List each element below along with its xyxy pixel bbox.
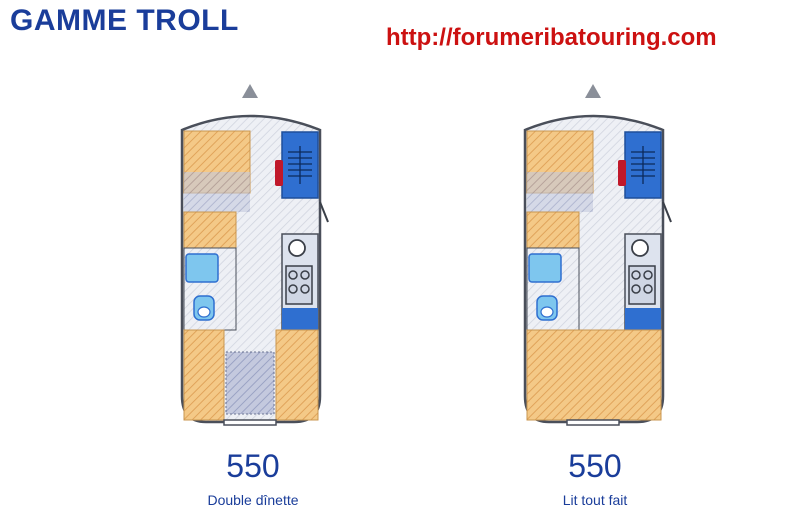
front-table xyxy=(184,172,250,212)
front-arrow-icon xyxy=(585,84,601,98)
floor-plan-double-dinette xyxy=(180,84,329,426)
rear-window xyxy=(223,419,277,426)
door xyxy=(662,201,672,223)
model-number-double-dinette: 550 xyxy=(226,448,280,484)
front-arrow-icon xyxy=(242,84,258,98)
front-table xyxy=(527,172,593,212)
fridge-icon xyxy=(275,160,283,186)
washbasin-icon xyxy=(185,253,219,283)
door xyxy=(319,201,329,223)
rear-bench-left xyxy=(183,329,225,421)
sink-icon xyxy=(631,239,649,257)
website-link[interactable]: http://forumeribatouring.com xyxy=(386,24,717,51)
kitchen-cabinet xyxy=(282,308,318,330)
model-label-double-dinette: Double dînette xyxy=(207,492,299,508)
floor-plan-fixed-bed xyxy=(523,84,672,426)
rear-bench-right xyxy=(275,329,319,421)
model-label-fixed-bed: Lit tout fait xyxy=(562,492,628,508)
washbasin-icon xyxy=(528,253,562,283)
model-number-fixed-bed: 550 xyxy=(568,448,622,484)
page-title: GAMME TROLL xyxy=(10,4,239,37)
kitchen-cabinet xyxy=(625,308,661,330)
front-bench xyxy=(526,211,580,249)
fridge-icon xyxy=(618,160,626,186)
rear-window xyxy=(566,419,620,426)
fixed-bed xyxy=(526,329,662,421)
sink-icon xyxy=(288,239,306,257)
rear-table xyxy=(225,351,275,415)
front-bench xyxy=(183,211,237,249)
